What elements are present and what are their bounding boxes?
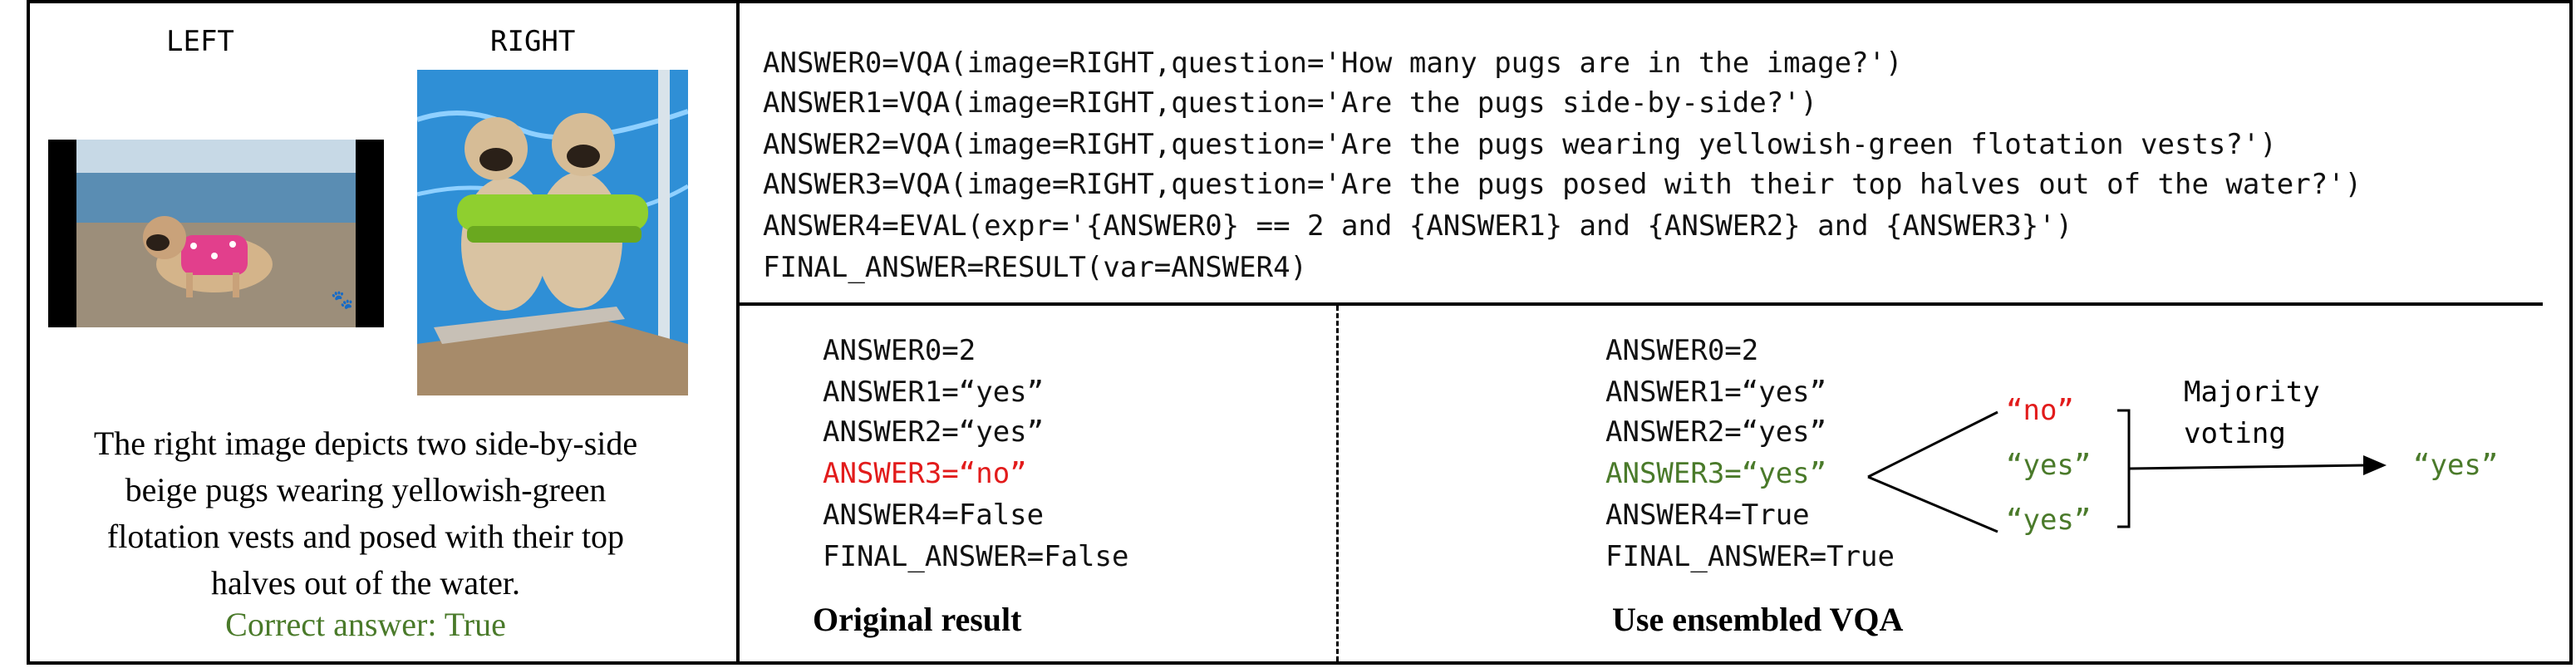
program-line-1: ANSWER1=VQA(image=RIGHT,question='Are th… (763, 86, 1818, 120)
original-answer0: ANSWER0=2 (823, 334, 976, 367)
program-line-0: ANSWER0=VQA(image=RIGHT,question='How ma… (763, 47, 1903, 80)
ensembled-answer3: ANSWER3=“yes” (1605, 457, 1827, 490)
figure-frame (27, 0, 2573, 665)
vote-bracket (2117, 409, 2131, 528)
majority-label: Majority (2184, 376, 2320, 409)
vote-2: “yes” (2006, 449, 2092, 482)
program-line-3: ANSWER3=VQA(image=RIGHT,question='Are th… (763, 168, 2362, 201)
original-answer3: ANSWER3=“no” (823, 457, 1027, 490)
ensembled-final-answer: FINAL_ANSWER=True (1605, 540, 1895, 573)
right-pug-image (417, 70, 688, 395)
branch-line-bottom (1867, 475, 1998, 533)
original-answer1: ANSWER1=“yes” (823, 376, 1045, 409)
ensembled-answer1: ANSWER1=“yes” (1605, 376, 1827, 409)
original-answer2: ANSWER2=“yes” (823, 415, 1045, 449)
final-vote: “yes” (2413, 449, 2499, 482)
ensembled-answer4: ANSWER4=True (1605, 499, 1810, 532)
program-divider (740, 302, 2543, 306)
left-panel-divider (736, 0, 740, 661)
statement-line-2: beige pugs wearing yellowish-green (125, 471, 607, 508)
program-line-4: ANSWER4=EVAL(expr='{ANSWER0} == 2 and {A… (763, 209, 2073, 243)
branch-line-top (1867, 410, 1998, 479)
vote-1: “no” (2006, 394, 2074, 427)
original-result-title: Original result (813, 601, 1022, 638)
ensembled-result-title: Use ensembled VQA (1612, 601, 1904, 638)
vote-3: “yes” (2006, 503, 2092, 537)
left-image-label: LEFT (166, 25, 234, 58)
statement-line-4: halves out of the water. (210, 564, 521, 602)
majority-arrow-line (2128, 464, 2366, 470)
program-line-5: FINAL_ANSWER=RESULT(var=ANSWER4) (763, 251, 1308, 284)
original-answer4: ANSWER4=False (823, 499, 1045, 532)
results-dashed-divider (1336, 306, 1339, 661)
right-image-label: RIGHT (490, 25, 576, 58)
svg-text:🐾: 🐾 (331, 290, 353, 311)
program-line-2: ANSWER2=VQA(image=RIGHT,question='Are th… (763, 128, 2277, 161)
majority-arrow-head (2363, 455, 2387, 475)
voting-label: voting (2184, 417, 2286, 450)
statement-line-1: The right image depicts two side-by-side (93, 425, 638, 462)
statement-line-3: flotation vests and posed with their top (106, 518, 625, 555)
original-final-answer: FINAL_ANSWER=False (823, 540, 1129, 573)
ensembled-answer0: ANSWER0=2 (1605, 334, 1759, 367)
correct-answer: Correct answer: True (225, 606, 506, 643)
ensembled-answer2: ANSWER2=“yes” (1605, 415, 1827, 449)
left-pug-image: 🐾 (48, 140, 384, 327)
